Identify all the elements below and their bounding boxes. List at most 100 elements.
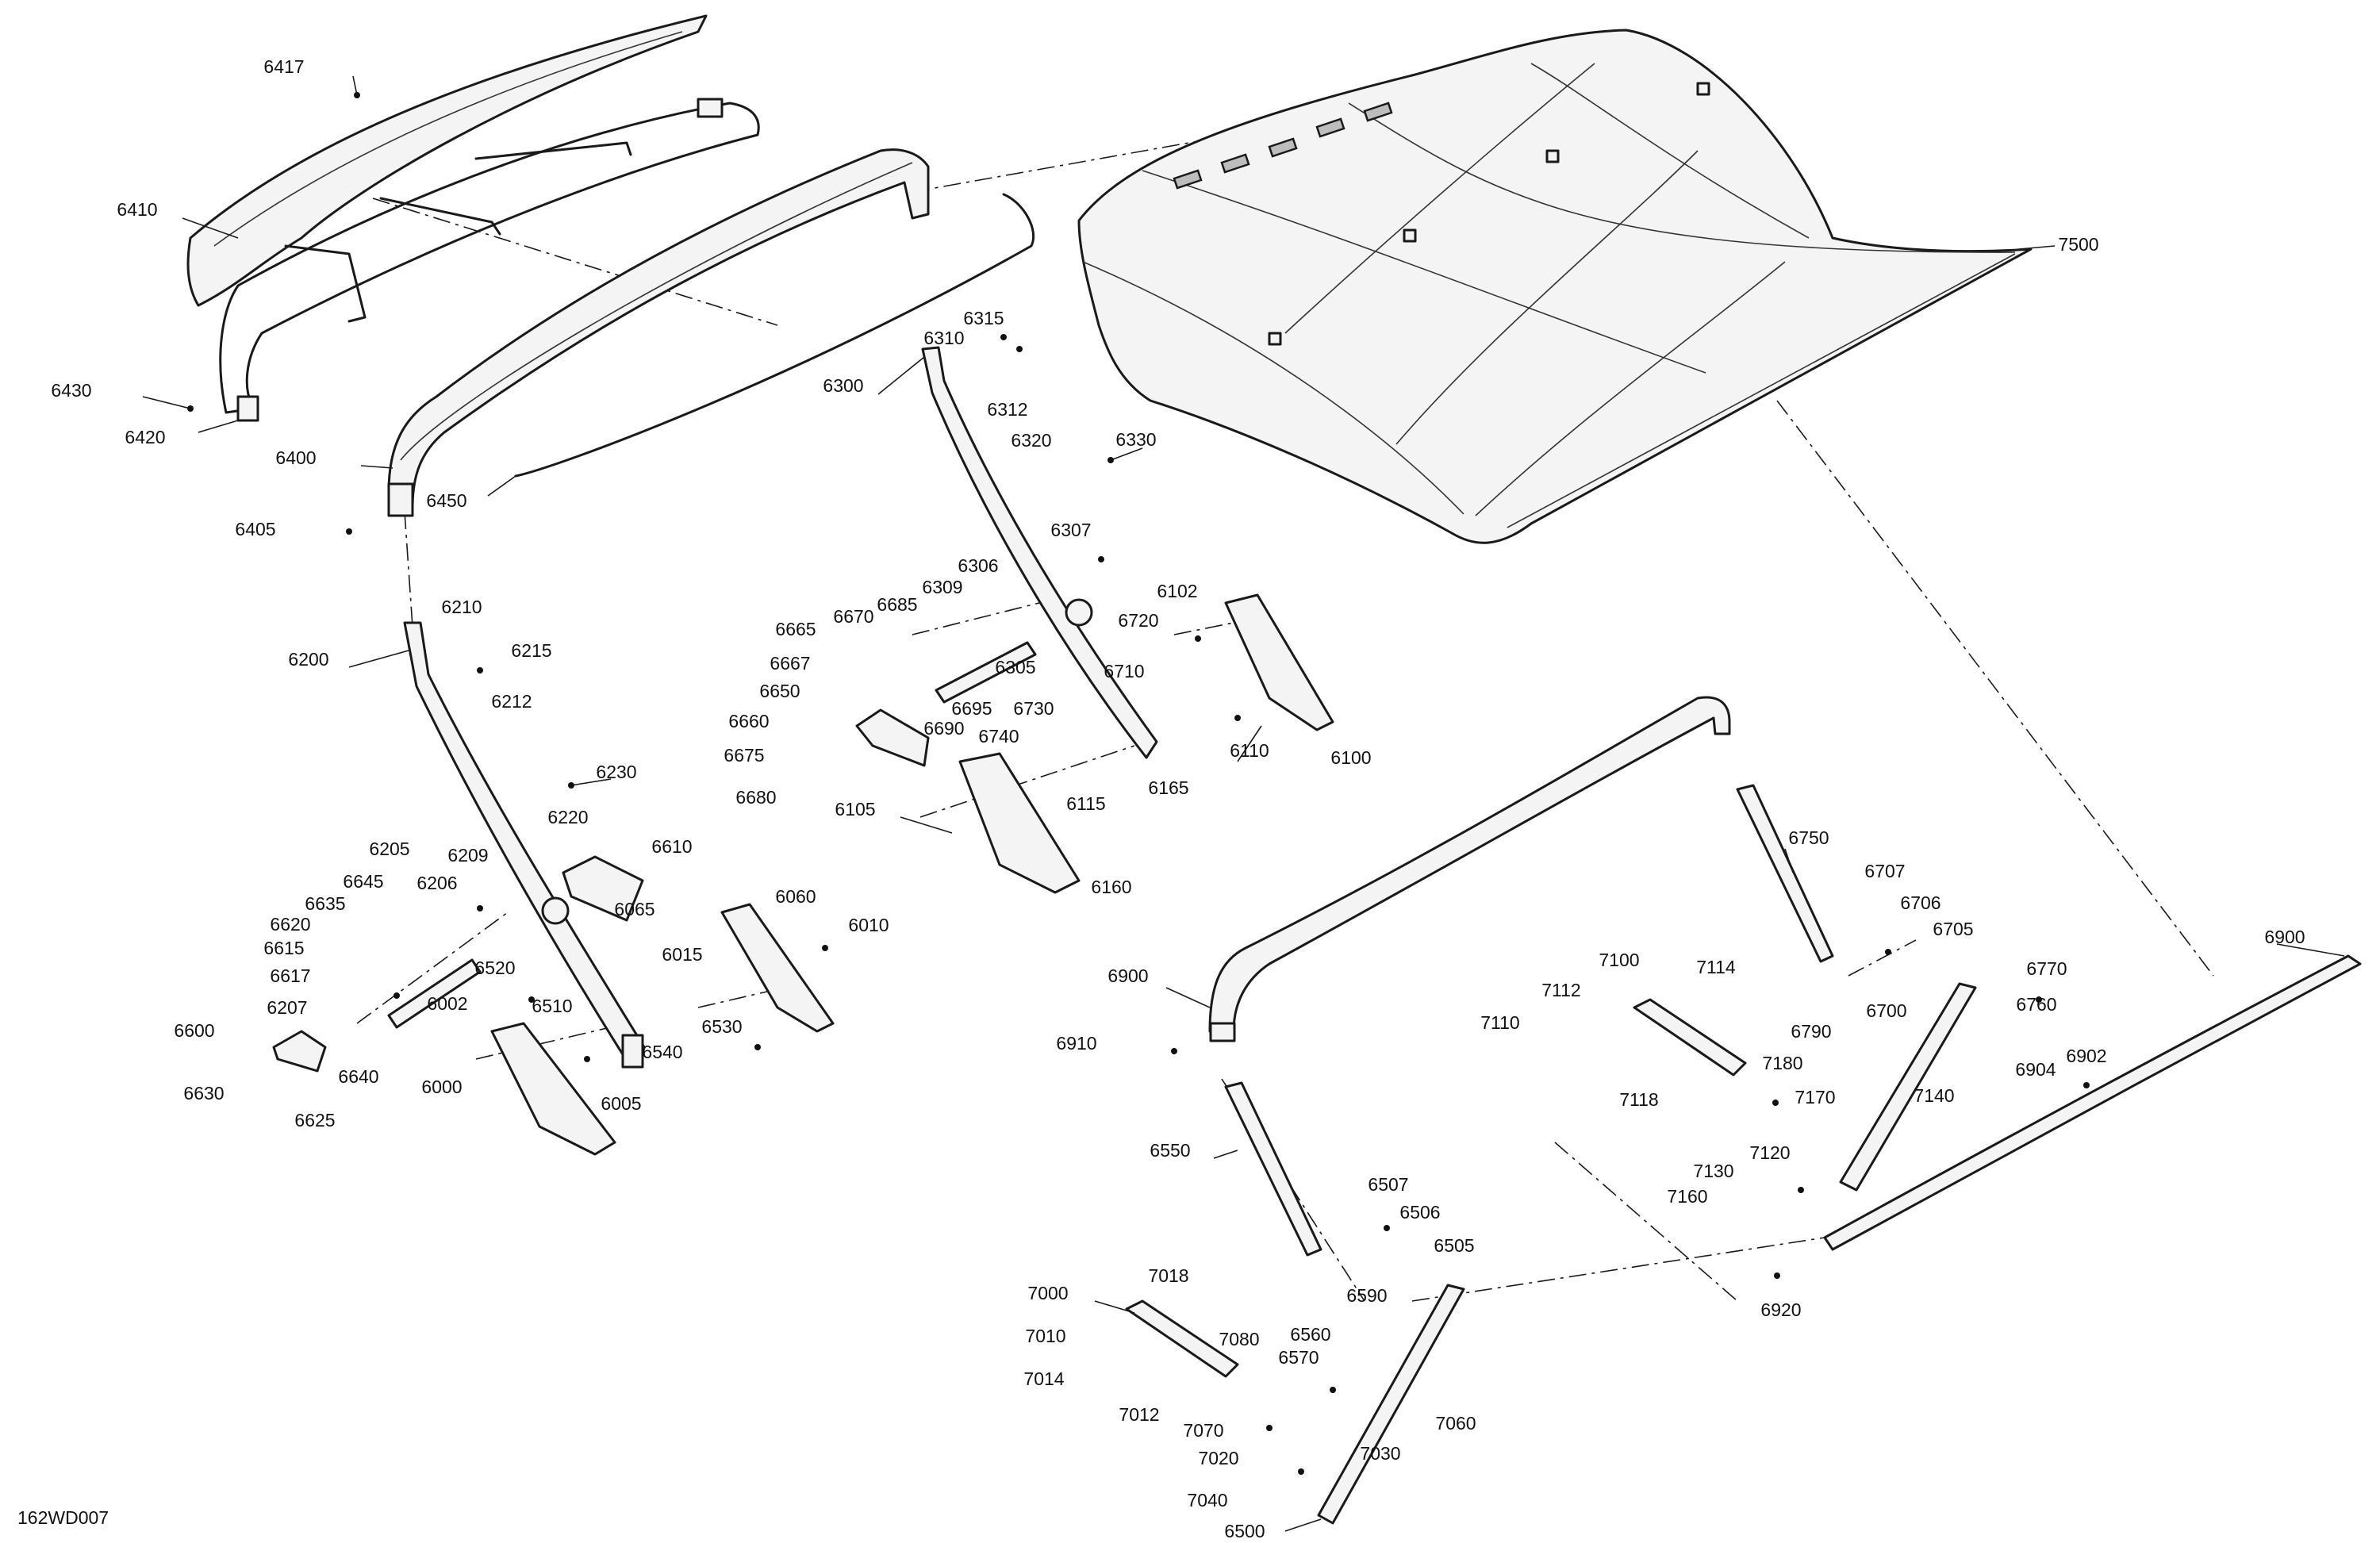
latch-6060 [720, 903, 835, 1033]
callout-6209: 6209 [447, 845, 488, 866]
callout-6590: 6590 [1346, 1285, 1387, 1306]
arm-6205 [387, 958, 482, 1029]
callout-6309: 6309 [922, 577, 962, 597]
callout-6900: 6900 [1107, 965, 1148, 986]
panel-6160 [958, 752, 1081, 894]
callout-6220: 6220 [547, 807, 588, 827]
callout-6207: 6207 [267, 997, 307, 1018]
callout-6615: 6615 [263, 938, 304, 958]
callout-6500: 6500 [1224, 1521, 1265, 1541]
rear-header [1208, 696, 1731, 1042]
rail-6550 [1224, 1081, 1322, 1257]
rail-6500 [1317, 1284, 1465, 1525]
callout-6630: 6630 [183, 1083, 224, 1104]
rail-6700 [1839, 982, 1977, 1192]
callout-6420: 6420 [125, 427, 165, 447]
callout-7500: 7500 [2058, 234, 2098, 255]
callout-6405: 6405 [235, 519, 275, 539]
callout-6520: 6520 [474, 958, 515, 978]
rail-6750 [1736, 784, 1834, 963]
callout-7120: 7120 [1749, 1142, 1790, 1163]
callout-7110: 7110 [1480, 1012, 1519, 1033]
fastener-dots [187, 92, 2090, 1475]
callout-6215: 6215 [511, 640, 551, 661]
callout-6060: 6060 [775, 886, 816, 907]
callout-6760: 6760 [2016, 994, 2056, 1015]
front-frame [219, 98, 760, 422]
callout-7010: 7010 [1025, 1326, 1065, 1346]
callout-7020: 7020 [1198, 1448, 1238, 1468]
callout-6505: 6505 [1434, 1235, 1474, 1256]
callout-6205: 6205 [369, 839, 409, 859]
latch-6100 [1224, 593, 1334, 731]
callout-6705: 6705 [1933, 919, 1973, 939]
arm-6305 [935, 641, 1037, 704]
bracket-6650 [855, 708, 930, 767]
callout-6310: 6310 [923, 328, 964, 348]
callout-6670: 6670 [833, 606, 873, 627]
callout-6305: 6305 [995, 657, 1035, 677]
rail-6900-right [1823, 954, 2362, 1251]
callout-6707: 6707 [1864, 861, 1905, 881]
callout-6770: 6770 [2026, 958, 2067, 979]
callout-6720: 6720 [1118, 610, 1158, 631]
callout-6685: 6685 [877, 594, 917, 615]
callout-6510: 6510 [532, 996, 572, 1016]
callout-6230: 6230 [596, 762, 636, 782]
callout-6730: 6730 [1013, 698, 1054, 719]
callout-6695: 6695 [951, 698, 992, 719]
callout-6560: 6560 [1290, 1324, 1330, 1345]
callout-7030: 7030 [1360, 1443, 1400, 1464]
callout-6700: 6700 [1866, 1000, 1906, 1021]
callout-6206: 6206 [416, 873, 457, 893]
callout-7080: 7080 [1219, 1329, 1259, 1349]
callout-6450: 6450 [426, 490, 466, 511]
callout-6507: 6507 [1368, 1174, 1408, 1195]
callout-6902: 6902 [2066, 1046, 2106, 1066]
panel-6000 [490, 1022, 616, 1156]
callout-6165: 6165 [1148, 777, 1188, 798]
callout-7130: 7130 [1693, 1161, 1733, 1181]
callout-6210: 6210 [441, 597, 482, 617]
callout-6617: 6617 [270, 965, 310, 986]
callout-6307: 6307 [1050, 520, 1091, 540]
callout-6102: 6102 [1157, 581, 1197, 601]
callout-6645: 6645 [343, 871, 383, 892]
callout-6660: 6660 [728, 711, 769, 731]
callout-7112: 7112 [1541, 980, 1580, 1000]
callout-6610: 6610 [651, 836, 692, 857]
callout-6710: 6710 [1104, 661, 1144, 681]
front-visor [186, 14, 708, 307]
callout-6005: 6005 [601, 1093, 641, 1114]
callout-6010: 6010 [848, 915, 889, 935]
callout-6015: 6015 [662, 944, 702, 965]
callout-6315: 6315 [963, 308, 1004, 328]
bracket-6610 [562, 855, 644, 922]
callout-7160: 7160 [1667, 1186, 1707, 1207]
callout-6640: 6640 [338, 1066, 378, 1087]
callout-6920: 6920 [1760, 1299, 1801, 1320]
callout-6900: 6900 [2264, 927, 2305, 947]
callout-6100: 6100 [1330, 747, 1371, 768]
roll-bar-header [387, 148, 930, 517]
callout-6105: 6105 [835, 799, 875, 819]
roof-cable [514, 193, 1035, 478]
callout-6680: 6680 [735, 787, 776, 808]
pillar-6200 [403, 621, 646, 1069]
roof-panel [1077, 29, 2033, 544]
callout-6002: 6002 [427, 993, 467, 1014]
callout-6550: 6550 [1150, 1140, 1190, 1161]
callout-7100: 7100 [1599, 950, 1639, 970]
callout-6904: 6904 [2015, 1059, 2056, 1080]
callout-6212: 6212 [491, 691, 532, 712]
leader-lines [142, 75, 2345, 1532]
callout-6740: 6740 [978, 726, 1019, 747]
callout-6300: 6300 [823, 375, 863, 396]
callout-7114: 7114 [1696, 957, 1736, 977]
callout-6600: 6600 [174, 1020, 214, 1041]
callout-7070: 7070 [1183, 1420, 1223, 1441]
callout-7018: 7018 [1148, 1265, 1188, 1286]
callout-6910: 6910 [1056, 1033, 1096, 1054]
callout-6625: 6625 [294, 1110, 335, 1130]
